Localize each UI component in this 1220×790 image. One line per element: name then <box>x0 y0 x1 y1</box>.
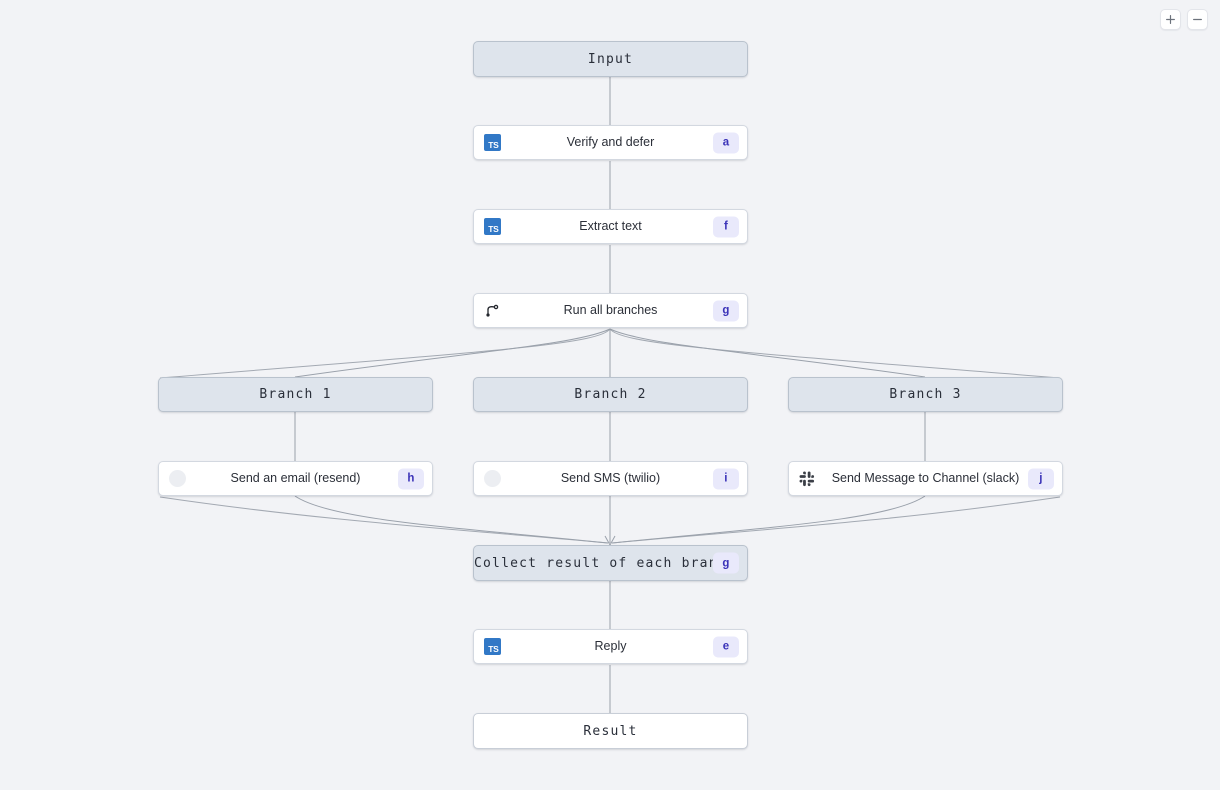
node-run-all-branches[interactable]: Run all branches g <box>473 293 748 328</box>
node-verify-and-defer-label: Verify and defer <box>566 136 655 149</box>
node-send-sms[interactable]: Send SMS (twilio) i <box>473 461 748 496</box>
node-verify-and-defer[interactable]: TS Verify and defer a <box>473 125 748 160</box>
node-run-all-branches-label: Run all branches <box>563 304 658 317</box>
node-reply-badge[interactable]: e <box>713 636 739 657</box>
edge-slack-collect <box>611 495 926 544</box>
node-branch-1-label: Branch 1 <box>259 388 332 401</box>
zoom-controls <box>1160 9 1208 30</box>
node-send-email-badge[interactable]: h <box>398 468 424 489</box>
node-reply[interactable]: TS Reply e <box>473 629 748 664</box>
circle-placeholder-icon <box>168 470 186 488</box>
minus-icon <box>1193 18 1202 21</box>
node-branch-3[interactable]: Branch 3 <box>788 377 1063 412</box>
node-send-email-label: Send an email (resend) <box>230 472 361 485</box>
node-send-slack-message-label: Send Message to Channel (slack) <box>831 472 1020 485</box>
edge-runall-branch3 <box>609 328 926 378</box>
zoom-in-button[interactable] <box>1160 9 1181 30</box>
node-input[interactable]: Input <box>473 41 748 77</box>
node-result[interactable]: Result <box>473 713 748 749</box>
node-result-label: Result <box>583 724 638 738</box>
node-input-label: Input <box>587 52 634 66</box>
typescript-icon: TS <box>483 638 501 656</box>
node-extract-text-label: Extract text <box>579 220 642 233</box>
node-send-sms-badge[interactable]: i <box>713 468 739 489</box>
slack-icon <box>798 470 816 488</box>
node-send-slack-message[interactable]: Send Message to Channel (slack) j <box>788 461 1063 496</box>
node-verify-and-defer-badge[interactable]: a <box>713 132 739 153</box>
zoom-out-button[interactable] <box>1187 9 1208 30</box>
typescript-icon: TS <box>483 218 501 236</box>
node-branch-2-label: Branch 2 <box>574 388 647 401</box>
node-branch-2[interactable]: Branch 2 <box>473 377 748 412</box>
branch-icon <box>483 302 501 320</box>
node-run-all-branches-badge[interactable]: g <box>713 300 739 321</box>
edge-email-collect <box>294 495 609 544</box>
node-extract-text-badge[interactable]: f <box>713 216 739 237</box>
plus-icon <box>1166 15 1175 24</box>
circle-placeholder-icon <box>483 470 501 488</box>
typescript-icon: TS <box>483 134 501 152</box>
node-collect-result-label: Collect result of each branch <box>474 556 736 570</box>
node-branch-1[interactable]: Branch 1 <box>158 377 433 412</box>
node-collect-result[interactable]: Collect result of each branch g <box>473 545 748 581</box>
edge-runall-branch1 <box>294 328 611 378</box>
node-extract-text[interactable]: TS Extract text f <box>473 209 748 244</box>
node-send-slack-message-badge[interactable]: j <box>1028 468 1054 489</box>
node-send-sms-label: Send SMS (twilio) <box>560 472 661 485</box>
node-branch-3-label: Branch 3 <box>889 388 962 401</box>
node-collect-result-badge[interactable]: g <box>713 552 739 574</box>
node-reply-label: Reply <box>594 640 627 653</box>
node-send-email[interactable]: Send an email (resend) h <box>158 461 433 496</box>
